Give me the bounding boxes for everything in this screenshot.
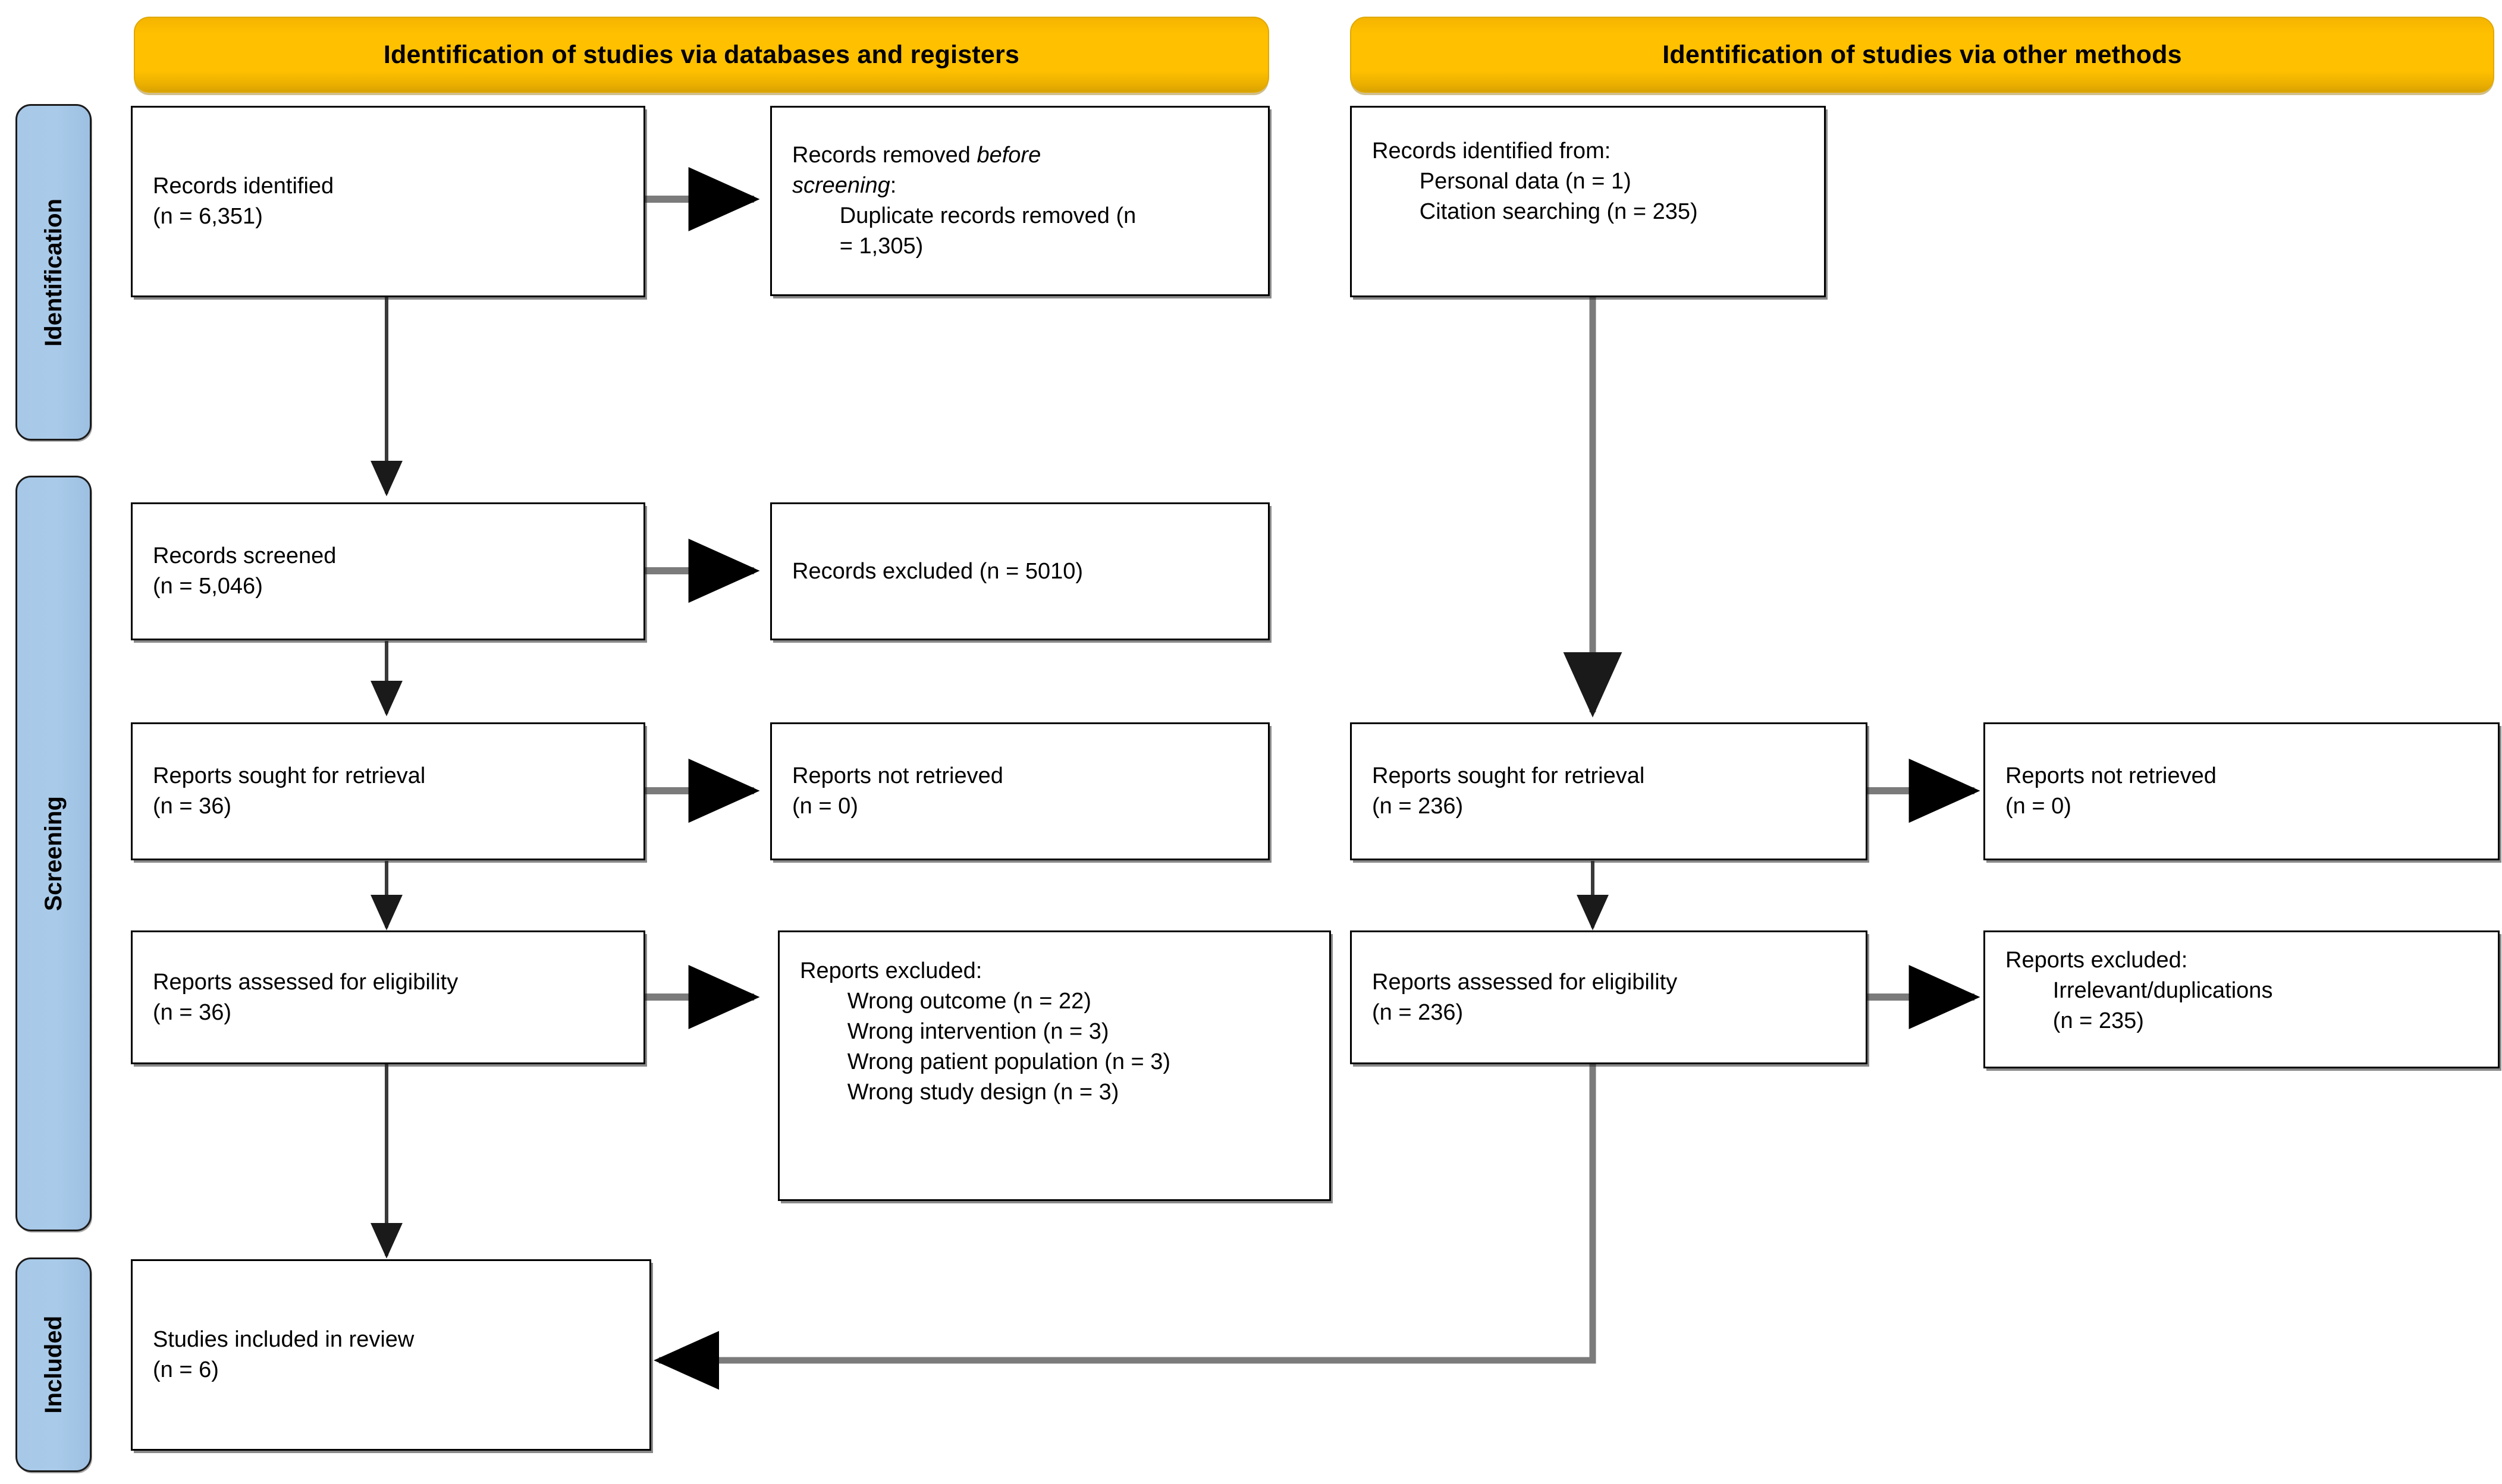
box-reports-excluded-left: Reports excluded: Wrong outcome (n = 22)… [778, 930, 1331, 1201]
box-line: Records excluded (n = 5010) [792, 558, 1084, 584]
header-databases-registers: Identification of studies via databases … [134, 17, 1269, 93]
box-line: (n = 236) [1372, 999, 1464, 1025]
box-line: Wrong study design (n = 3) [847, 1079, 1119, 1105]
box-line: Reports sought for retrieval [1372, 763, 1645, 789]
header-other-methods-label: Identification of studies via other meth… [1662, 40, 2182, 69]
stage-tab-identification: Identification [15, 104, 92, 441]
box-records-identified: Records identified (n = 6,351) [131, 106, 645, 297]
box-line: (n = 6) [153, 1357, 219, 1382]
stage-tab-included: Included [15, 1257, 92, 1472]
box-line: Wrong patient population (n = 3) [847, 1049, 1171, 1074]
header-databases-registers-label: Identification of studies via databases … [383, 40, 1020, 69]
box-line: (n = 0) [792, 794, 858, 819]
arrow-right-branch-to-included [654, 1064, 1596, 1390]
box-reports-assessed-left: Reports assessed for eligibility (n = 36… [131, 930, 645, 1064]
box-records-screened: Records screened (n = 5,046) [131, 502, 645, 640]
box-reports-sought-left: Reports sought for retrieval (n = 36) [131, 722, 645, 860]
box-reports-sought-right: Reports sought for retrieval (n = 236) [1350, 722, 1867, 860]
stage-tab-screening: Screening [15, 476, 92, 1231]
box-line: screening: [792, 171, 1248, 201]
box-reports-not-retrieved-left: Reports not retrieved (n = 0) [770, 722, 1270, 860]
box-line-emphasis: screening [792, 173, 890, 199]
box-line: Reports not retrieved [792, 763, 1003, 789]
box-line: = 1,305) [839, 233, 924, 259]
box-line: Wrong outcome (n = 22) [847, 988, 1091, 1014]
box-records-excluded: Records excluded (n = 5010) [770, 502, 1270, 640]
box-line: Wrong intervention (n = 3) [847, 1018, 1109, 1044]
box-line: (n = 235) [2052, 1008, 2144, 1033]
box-line: (n = 236) [1372, 794, 1464, 819]
box-line: Records screened [153, 543, 337, 569]
box-line-emphasis: before [977, 143, 1041, 168]
box-line: Reports assessed for eligibility [1372, 969, 1678, 995]
box-line: Irrelevant/duplications [2052, 977, 2273, 1003]
box-line-text: Records removed [792, 143, 977, 168]
box-line: Personal data (n = 1) [1419, 168, 1631, 194]
box-line: Reports excluded: [2005, 948, 2188, 973]
box-records-identified-other: Records identified from: Personal data (… [1350, 106, 1826, 297]
box-line: Reports assessed for eligibility [153, 969, 459, 995]
box-line: Records identified from: [1372, 139, 1611, 164]
box-line: Citation searching (n = 235) [1419, 199, 1698, 224]
box-line: Studies included in review [153, 1327, 415, 1353]
box-studies-included: Studies included in review (n = 6) [131, 1259, 651, 1451]
box-line: (n = 5,046) [153, 574, 263, 599]
box-line: (n = 0) [2005, 794, 2071, 819]
box-line: (n = 36) [153, 999, 232, 1025]
box-reports-assessed-right: Reports assessed for eligibility (n = 23… [1350, 930, 1867, 1064]
box-line: Reports excluded: [800, 958, 982, 983]
box-line: (n = 36) [153, 794, 232, 819]
header-other-methods: Identification of studies via other meth… [1350, 17, 2494, 93]
box-line: Reports not retrieved [2005, 763, 2217, 789]
box-reports-excluded-right: Reports excluded: Irrelevant/duplication… [1983, 930, 2500, 1068]
box-line: Records identified [153, 174, 334, 199]
box-line: Records removed before [792, 140, 1248, 171]
box-line: (n = 6,351) [153, 204, 263, 229]
box-line-text: : [890, 173, 897, 199]
box-reports-not-retrieved-right: Reports not retrieved (n = 0) [1983, 722, 2500, 860]
box-records-removed-before-screening: Records removed before screening: Duplic… [770, 106, 1270, 296]
box-line: Reports sought for retrieval [153, 763, 426, 789]
box-line: Duplicate records removed (n [839, 203, 1137, 228]
